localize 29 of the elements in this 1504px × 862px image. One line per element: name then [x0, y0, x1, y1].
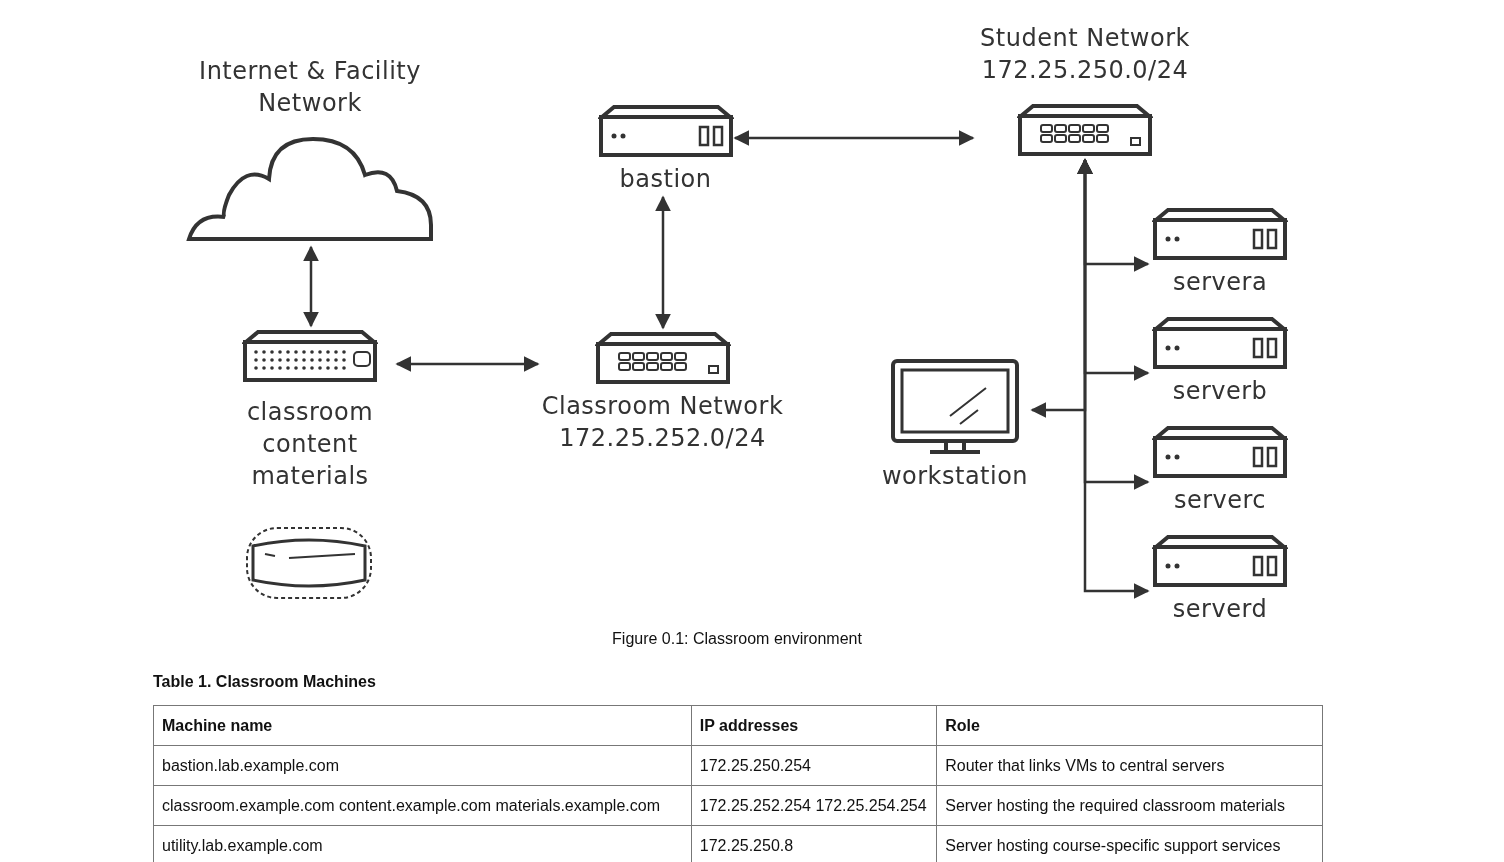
node-label: Internet & Facility Network [198, 56, 422, 119]
table-cell: 172.25.250.254 [691, 745, 937, 786]
table-title: Table 1. Classroom Machines [153, 673, 376, 691]
arrow [655, 195, 671, 330]
arrow [733, 130, 975, 146]
node-label: serverd [1172, 594, 1268, 625]
node-label: 172.25.250.0/24 [981, 55, 1189, 86]
arrow [395, 356, 540, 372]
node-label: workstation [881, 461, 1029, 492]
node-label: Student Network [980, 23, 1190, 54]
column-header: Role [936, 705, 1323, 746]
node-label: serverc [1173, 485, 1267, 516]
column-header: IP addresses [691, 705, 937, 746]
node-label: bastion [619, 164, 712, 195]
table-cell: classroom.example.com content.example.com materials.example.com [153, 785, 692, 826]
table-cell: 172.25.252.254 172.25.254.254 [691, 785, 937, 826]
node-label: 172.25.252.0/24 [559, 423, 766, 454]
table-cell: Router that links VMs to central servers [936, 745, 1323, 786]
table-cell: Server hosting the required classroom materials [936, 785, 1323, 826]
table-cell: utility.lab.example.com [153, 825, 692, 862]
arrow [1030, 158, 1093, 418]
node-label: serverb [1172, 376, 1268, 407]
node-label: classroom content materials [245, 397, 375, 492]
figure-caption: Figure 0.1: Classroom environment [611, 630, 863, 648]
node-label: Classroom Network [541, 391, 784, 422]
table-cell: bastion.lab.example.com [153, 745, 692, 786]
column-header: Machine name [153, 705, 692, 746]
node-label: servera [1172, 267, 1268, 298]
arrow [303, 245, 319, 328]
